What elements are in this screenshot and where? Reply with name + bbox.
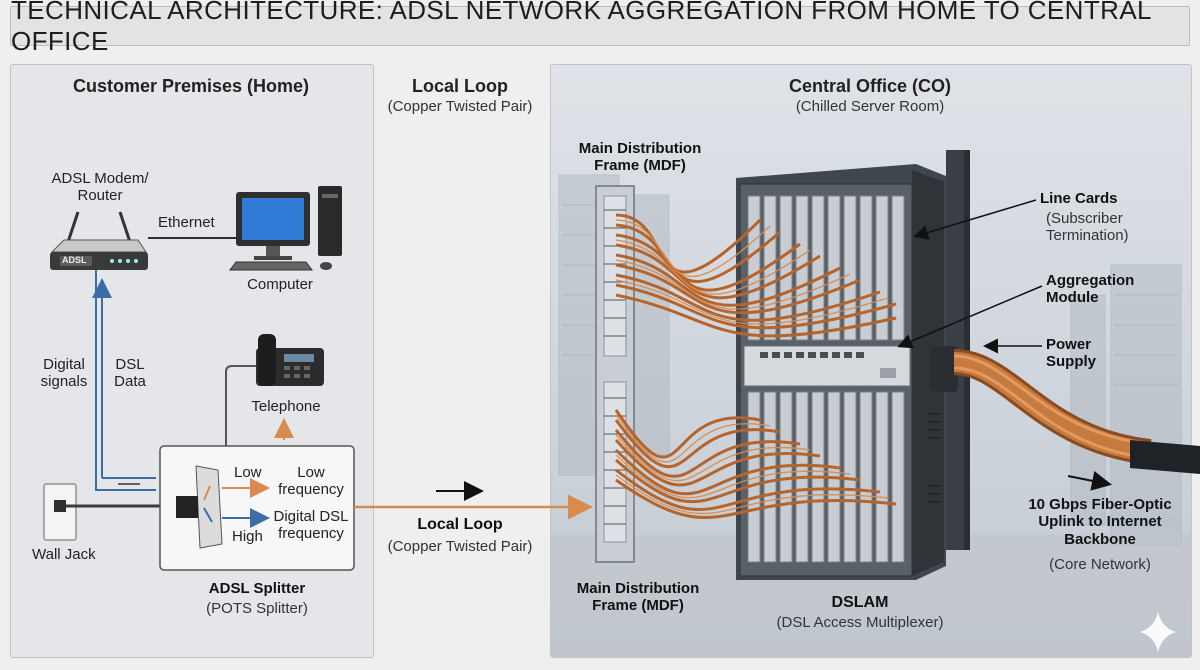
computer-label: Computer <box>247 276 313 293</box>
mdf-bottom-label: Main Distribution Frame (MDF) <box>576 580 700 615</box>
router-badge: ADSL <box>62 255 87 265</box>
line-cards-label: Line Cards <box>1040 190 1118 207</box>
central-office-subheader: (Chilled Server Room) <box>795 98 945 115</box>
wall-jack-label: Wall Jack <box>32 546 96 563</box>
uplink-label: 10 Gbps Fiber-Optic Uplink to Internet B… <box>1028 496 1172 548</box>
local-loop-top-title: Local Loop <box>412 76 508 96</box>
splitter-low-label: Low <box>234 464 262 481</box>
uplink-sublabel: (Core Network) <box>1049 556 1151 573</box>
splitter-device-icon <box>176 465 223 549</box>
splitter-name: ADSL Splitter <box>208 580 306 597</box>
dsl-data-label: DSL Data <box>114 356 146 391</box>
aggregation-pointer <box>897 285 1043 349</box>
splitter-high-label: High <box>232 528 263 545</box>
copper-cable-bundle-bottom <box>614 409 897 519</box>
fiber-uplink-cable <box>930 346 1200 474</box>
telephone-label: Telephone <box>251 398 321 415</box>
digital-dsl-frequency-label: Digital DSL frequency <box>273 508 349 543</box>
splitter-subname: (POTS Splitter) <box>206 600 308 617</box>
low-frequency-label: Low frequency <box>278 464 344 499</box>
ethernet-label: Ethernet <box>158 214 215 231</box>
sparkle-icon <box>1140 612 1176 652</box>
line-cards-sublabel: (Subscriber Termination) <box>1046 210 1129 245</box>
adsl-router-icon <box>50 211 148 270</box>
mdf-top-label: Main Distribution Frame (MDF) <box>578 140 702 175</box>
local-loop-top-subtitle: (Copper Twisted Pair) <box>387 98 533 115</box>
telephone-icon <box>256 334 324 386</box>
line-cards-pointer <box>913 199 1037 240</box>
aggregation-label: Aggregation Module <box>1046 272 1135 307</box>
digital-signals-label: Digital signals <box>40 356 88 391</box>
local-loop-bottom-subtitle: (Copper Twisted Pair) <box>387 538 533 555</box>
computer-icon <box>229 186 342 271</box>
copper-cable-bundle-top <box>615 213 897 338</box>
power-supply-label: Power Supply <box>1046 336 1097 371</box>
wall-jack-icon <box>43 483 77 541</box>
central-office-header: Central Office (CO) <box>788 76 952 96</box>
page-title: TECHNICAL ARCHITECTURE: ADSL NETWORK AGG… <box>11 0 1151 56</box>
modem-label: ADSL Modem/ Router <box>51 170 149 205</box>
local-loop-bottom-title: Local Loop <box>417 516 503 533</box>
dslam-rack <box>736 150 970 580</box>
dslam-sublabel: (DSL Access Multiplexer) <box>776 614 944 631</box>
customer-premises-header: Customer Premises (Home) <box>72 76 310 96</box>
title-bar: TECHNICAL ARCHITECTURE: ADSL NETWORK AGG… <box>10 0 1190 56</box>
dslam-label: DSLAM <box>831 594 889 611</box>
